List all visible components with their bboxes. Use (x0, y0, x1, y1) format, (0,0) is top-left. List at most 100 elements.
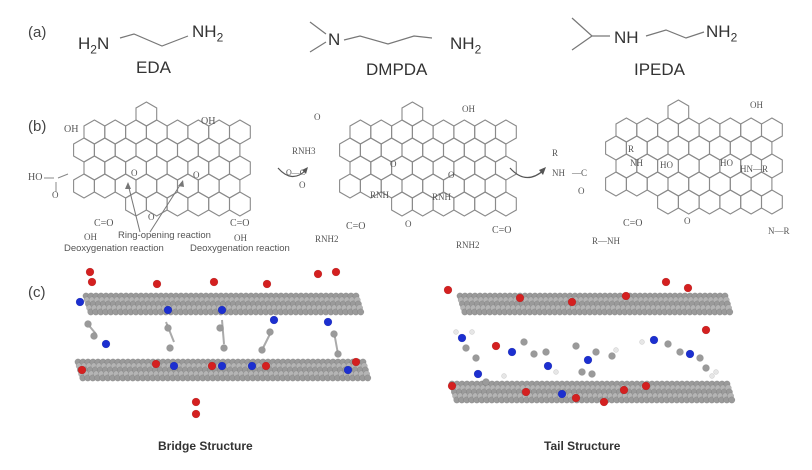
ring-opening-label: Ring-opening reaction (118, 230, 211, 241)
eda-left-group: H2N (78, 34, 110, 57)
carbon-atom (520, 338, 528, 346)
hexagon-ring (657, 189, 679, 215)
nitrogen-atom (101, 339, 111, 349)
nitrogen-atom (247, 361, 257, 371)
nitrogen-atom (583, 355, 593, 365)
molecule-dmpda: N NH2 DMPDA (300, 6, 520, 81)
oxygen-atom (567, 297, 577, 307)
hydrogen-atom (713, 369, 719, 375)
carbon-atom (266, 328, 274, 336)
hexagon-ring (719, 189, 742, 215)
nitrogen-atom (543, 361, 553, 371)
deoxygenation-label-right: Deoxygenation reaction (190, 243, 290, 254)
carbon-atom (357, 308, 365, 316)
nitrogen-atom (343, 365, 353, 375)
nitrogen-atom (169, 361, 179, 371)
oxygen-atom (641, 381, 651, 391)
nitrogen-atom (685, 349, 695, 359)
carbon-atom (84, 320, 92, 328)
hexagon-ring (228, 191, 251, 217)
carbon-atom (726, 308, 734, 316)
go-cooh-left: HO (28, 172, 43, 183)
prod-r-nh-bottom: R—NH (592, 236, 621, 246)
carbon-atom (542, 348, 550, 356)
oxygen-atom (683, 283, 693, 293)
prod-amide-o: O (578, 186, 585, 196)
reaction-arrow-2 (509, 167, 546, 179)
carbon-atom (330, 330, 338, 338)
annotation-arrows (125, 180, 184, 233)
oxygen-atom (491, 341, 501, 351)
int-carbonyl: O (405, 219, 412, 229)
int-c-eq-o-1: C=O (346, 221, 366, 232)
ipeda-nh: NH (614, 28, 639, 47)
carbon-atom (164, 324, 172, 332)
dmpda-name: DMPDA (366, 60, 428, 79)
ipeda-backbone (571, 17, 705, 51)
hexagon-ring (208, 191, 231, 217)
graphene-oxide-sheet (73, 101, 251, 217)
int-rnh3-left: RNH3 (292, 146, 316, 156)
carbon-atom (472, 354, 480, 362)
prod-carbonyl: O (684, 216, 691, 226)
carbon-atom (364, 374, 372, 382)
dmpda-backbone (309, 21, 433, 53)
bridge-structure-model (74, 267, 372, 419)
nitrogen-atom (473, 369, 483, 379)
go-oh-bottom-left: OH (84, 232, 97, 242)
hexagon-ring (411, 191, 434, 217)
prod-nh-left: NH (552, 168, 565, 178)
oxygen-atom (261, 361, 271, 371)
intermediate-sheet (339, 101, 517, 217)
hexagon-ring (625, 171, 648, 197)
oxygen-atom (87, 277, 97, 287)
carbon-atom (258, 346, 266, 354)
int-oh-top: OH (462, 104, 475, 114)
oxygen-atom (447, 381, 457, 391)
hydrogen-atom (709, 373, 715, 379)
carbon-atom (166, 344, 174, 352)
oxygen-atom (701, 325, 711, 335)
oxygen-atom (599, 397, 609, 407)
panel-c-label: (c) (28, 284, 46, 301)
ipeda-right-group: NH2 (706, 22, 738, 45)
hydrogen-atom (553, 369, 559, 375)
int-o-top: O (314, 112, 321, 122)
go-epoxy-o2: O (193, 170, 200, 180)
hexagon-ring (474, 191, 497, 217)
carbon-atom (572, 342, 580, 350)
prod-n-r: N—R (768, 226, 790, 236)
hexagon-ring (391, 191, 413, 217)
hexagon-ring (73, 173, 95, 199)
ipeda-name: IPEDA (634, 60, 686, 79)
go-oh-top-right: OH (201, 116, 216, 127)
hexagon-ring (453, 191, 476, 217)
oxygen-atom (521, 387, 531, 397)
prod-ho-2: HO (720, 158, 733, 168)
int-c-eq-o-2: C=O (492, 225, 512, 236)
prod-r-left: R (552, 148, 559, 158)
go-c-eq-o-right: C=O (230, 218, 250, 229)
int-rnh-1: RNH (370, 190, 390, 200)
eda-backbone (119, 33, 189, 47)
oxygen-atom (571, 393, 581, 403)
nitrogen-atom (507, 347, 517, 357)
prod-c-eq-o: C=O (623, 218, 643, 229)
int-rnh-2: RNH (432, 192, 452, 202)
panel-a-label: (a) (28, 24, 47, 41)
eda-right-group: NH2 (192, 22, 224, 45)
prod-amide-c: —C (572, 168, 588, 178)
oxygen-atom (621, 291, 631, 301)
bridge-structure-caption: Bridge Structure (158, 439, 253, 453)
go-cooh-o: O (52, 190, 59, 200)
hydrogen-atom (613, 347, 619, 353)
oxygen-atom (85, 267, 95, 277)
nitrogen-atom (75, 297, 85, 307)
dmpda-n: N (328, 30, 341, 49)
oxygen-atom (313, 269, 323, 279)
prod-nh-inner: NH (630, 158, 643, 168)
carbon-atom (220, 344, 228, 352)
hexagon-ring (740, 189, 763, 215)
nitrogen-atom (269, 315, 279, 325)
hexagon-ring (760, 189, 783, 215)
